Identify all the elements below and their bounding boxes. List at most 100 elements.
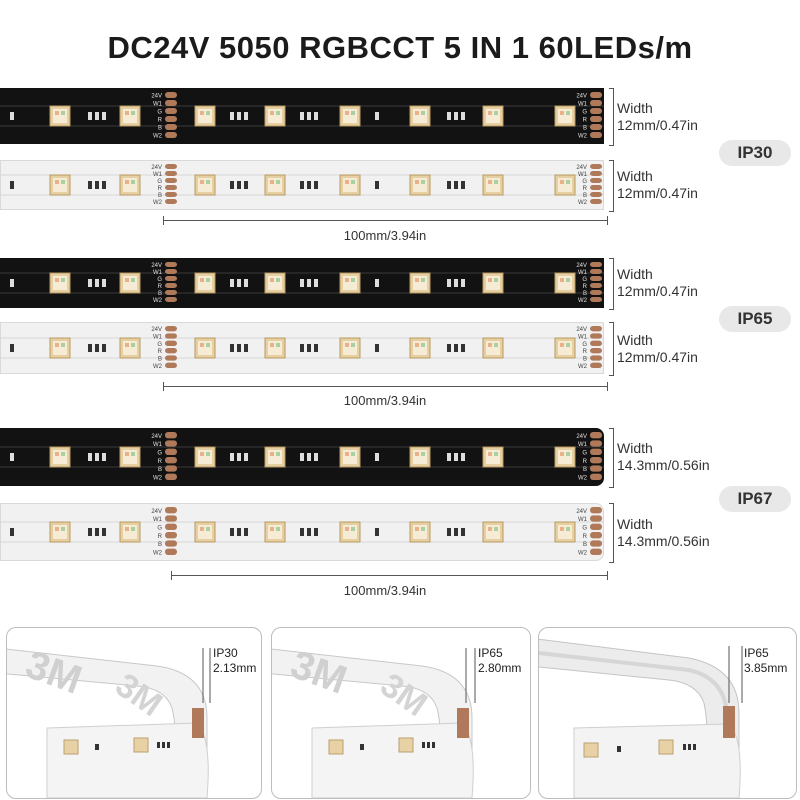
length-label-ip65: 100mm/3.94in — [343, 393, 427, 408]
resistor — [447, 528, 451, 536]
copper-pad — [590, 269, 602, 274]
led-chip — [194, 446, 216, 468]
copper-pad — [165, 465, 177, 472]
copper-pad — [165, 448, 177, 455]
pin-label: 24V — [151, 165, 162, 171]
led-chip — [264, 446, 286, 468]
copper-pad — [590, 178, 602, 183]
led-chip — [49, 521, 71, 543]
led-chip — [409, 272, 431, 294]
led-chip — [554, 446, 576, 468]
resistor — [307, 279, 311, 287]
resistor — [314, 344, 318, 352]
led-chip — [119, 272, 141, 294]
resistor — [461, 279, 465, 287]
copper-pad — [165, 171, 177, 176]
led-chip — [339, 446, 361, 468]
length-label-ip67: 100mm/3.94in — [343, 583, 427, 598]
page-title: DC24V 5050 RGBCCT 5 IN 1 60LEDs/m — [107, 30, 693, 65]
resistor — [230, 528, 234, 536]
thickness-value: 2.13mm — [213, 661, 257, 675]
resistor — [461, 181, 465, 189]
copper-pad — [590, 262, 602, 267]
pin-label: B — [583, 467, 587, 473]
led-chip — [264, 272, 286, 294]
resistor — [95, 112, 99, 120]
copper-pad — [590, 355, 602, 361]
pin-label: B — [158, 193, 162, 199]
copper-pad — [590, 473, 602, 480]
copper-pad — [165, 269, 177, 274]
thickness-panel-2: 3M 3M IP65 2.80mm — [271, 627, 531, 799]
resistor — [447, 344, 451, 352]
resistor — [230, 453, 234, 461]
resistor — [95, 181, 99, 189]
copper-pad — [165, 548, 177, 555]
copper-pad — [165, 116, 177, 122]
pin-label: W1 — [578, 334, 588, 340]
resistor — [237, 528, 241, 536]
pin-label: W2 — [153, 134, 163, 140]
resistor — [95, 453, 99, 461]
copper-pad — [590, 348, 602, 354]
copper-pad — [165, 178, 177, 183]
pin-label: G — [582, 451, 587, 457]
copper-pad — [165, 92, 177, 98]
resistor — [244, 181, 248, 189]
pin-label: 24V — [576, 263, 587, 269]
coil-illustration: 3M 3M — [272, 642, 476, 798]
led-chip — [339, 105, 361, 127]
resistor — [307, 453, 311, 461]
pin-label: B — [583, 126, 587, 132]
copper-pad — [590, 192, 602, 197]
length-dimension-line — [163, 382, 608, 391]
pin-label: 24V — [151, 509, 162, 515]
copper-pad — [590, 326, 602, 332]
copper-pad — [590, 532, 602, 539]
pin-label: W2 — [578, 364, 588, 370]
pin-label: W1 — [153, 270, 163, 276]
resistor — [230, 344, 234, 352]
pin-label: W2 — [153, 364, 163, 370]
copper-pad — [165, 432, 177, 439]
copper-pad — [590, 540, 602, 547]
resistor — [375, 344, 379, 352]
thickness-note-3: IP65 3.85mm — [744, 646, 787, 676]
resistor — [102, 453, 106, 461]
copper-pad — [590, 124, 602, 130]
copper-pad — [590, 523, 602, 530]
led-chip — [339, 337, 361, 359]
copper-pad — [165, 100, 177, 106]
thickness-note-2: IP65 2.80mm — [478, 646, 521, 676]
led-chip — [264, 337, 286, 359]
copper-pad — [590, 108, 602, 114]
resistor — [300, 279, 304, 287]
led-chip — [482, 521, 504, 543]
resistor — [307, 344, 311, 352]
pin-label: R — [158, 118, 163, 124]
copper-pad — [165, 124, 177, 130]
led-chip — [409, 105, 431, 127]
pin-label: G — [582, 277, 587, 283]
resistor — [10, 344, 14, 352]
pin-label: 24V — [151, 94, 162, 100]
width-value: 12mm/0.47in — [617, 349, 698, 365]
copper-pad — [165, 290, 177, 295]
copper-pad — [590, 171, 602, 176]
copper-pad — [590, 515, 602, 522]
copper-pad — [165, 262, 177, 267]
pin-label: G — [157, 277, 162, 283]
resistor — [300, 181, 304, 189]
led-chip — [554, 337, 576, 359]
led-chip — [482, 446, 504, 468]
pin-label: W1 — [153, 517, 163, 523]
copper-pad — [165, 473, 177, 480]
width-caption: Width — [617, 168, 653, 184]
resistor — [10, 528, 14, 536]
pin-label: R — [158, 459, 163, 465]
resistor — [10, 112, 14, 120]
copper-pad — [165, 532, 177, 539]
pin-label: R — [583, 284, 588, 290]
